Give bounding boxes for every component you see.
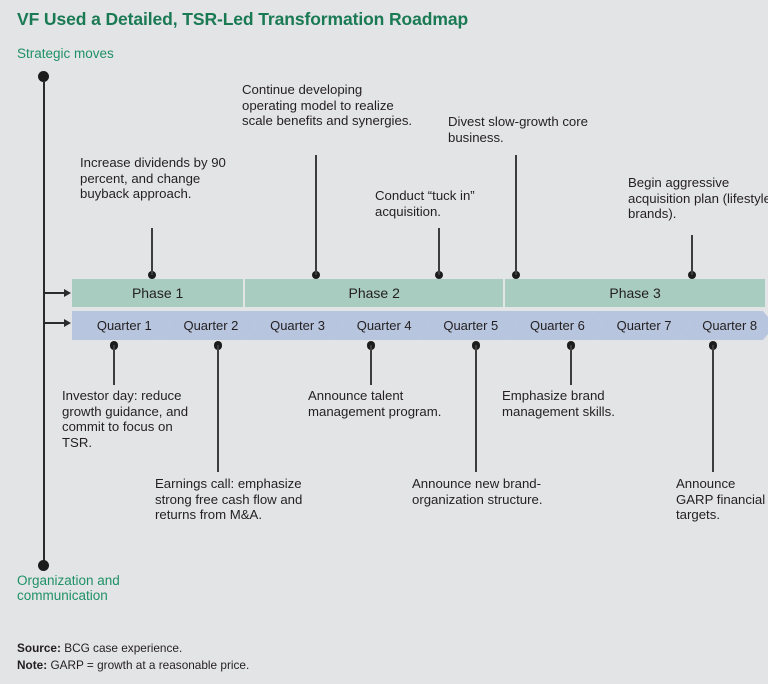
organization-callout-6: Announce GARP financial targets. (676, 476, 766, 523)
quarter-label: Quarter 1 (96, 318, 152, 333)
quarter-label: Quarter 8 (702, 318, 758, 333)
source-text: BCG case experience. (64, 641, 183, 655)
organization-callout-5: Emphasize brand management skills. (502, 388, 615, 419)
phase-segment-3[interactable]: Phase 3 (505, 279, 765, 307)
note-text: GARP = growth at a reasonable price. (50, 658, 250, 672)
phase-label: Phase 3 (609, 285, 661, 301)
organization-callout-1: Investor day: reduce growth guidance, an… (62, 388, 189, 450)
organization-callout-2: Earnings call: emphasize strong free cas… (155, 476, 303, 523)
organization-callout-leader-5 (570, 345, 572, 385)
quarter-segment-1[interactable]: Quarter 1 (72, 311, 171, 340)
quarter-segment-3[interactable]: Quarter 3 (245, 311, 344, 340)
footer-notes: Source: BCG case experience. Note: GARP … (17, 640, 249, 674)
org-comm-line1: Organization and (17, 573, 120, 588)
phase-label: Phase 2 (348, 285, 400, 301)
spine-arrowhead-phase (64, 288, 71, 297)
phase-segment-2[interactable]: Phase 2 (245, 279, 504, 307)
strategic-callout-leader-1 (151, 228, 153, 275)
phase-bar: Phase 1 Phase 2 Phase 3 (72, 279, 765, 307)
quarter-label: Quarter 4 (356, 318, 412, 333)
quarter-segment-8[interactable]: Quarter 8 (678, 311, 768, 340)
strategic-callout-5: Begin aggressive acquisition plan (lifes… (628, 175, 768, 222)
phase-segment-1[interactable]: Phase 1 (72, 279, 244, 307)
strategic-callout-leader-2 (315, 155, 317, 275)
quarter-label: Quarter 5 (443, 318, 499, 333)
strategic-moves-label: Strategic moves (17, 46, 114, 61)
spine-dot-top (38, 71, 49, 82)
strategic-callout-leader-3 (438, 228, 440, 275)
quarter-label: Quarter 2 (183, 318, 239, 333)
spine-arrow-to-quarter-bar (43, 322, 65, 324)
timeline-spine (43, 82, 45, 566)
note-label: Note: (17, 658, 48, 672)
spine-arrow-to-phase-bar (43, 292, 65, 294)
page-title: VF Used a Detailed, TSR-Led Transformati… (17, 9, 469, 29)
strategic-callout-leader-4 (515, 155, 517, 275)
organization-callout-leader-6 (712, 345, 714, 472)
org-comm-line2: communication (17, 588, 108, 603)
quarter-label: Quarter 7 (616, 318, 672, 333)
quarter-segment-5[interactable]: Quarter 5 (419, 311, 518, 340)
strategic-callout-1: Increase dividends by 90 percent, and ch… (80, 155, 226, 202)
quarter-bar: Quarter 1 Quarter 2 Quarter 3 Quarter 4 Quar… (72, 311, 766, 340)
quarter-segment-6[interactable]: Quarter 6 (505, 311, 604, 340)
strategic-callout-3: Conduct “tuck in” acquisition. (375, 188, 475, 219)
quarter-segment-7[interactable]: Quarter 7 (592, 311, 691, 340)
strategic-callout-2: Continue developing operating model to r… (242, 82, 413, 129)
strategic-callout-leader-5 (691, 235, 693, 275)
organization-callout-leader-3 (370, 345, 372, 385)
quarter-segment-2[interactable]: Quarter 2 (159, 311, 258, 340)
note-line: Note: GARP = growth at a reasonable pric… (17, 657, 249, 674)
quarter-segment-4[interactable]: Quarter 4 (332, 311, 431, 340)
spine-arrowhead-quarter (64, 318, 71, 327)
organization-communication-label: Organization and communication (17, 573, 120, 603)
quarter-label: Quarter 6 (529, 318, 585, 333)
organization-callout-3: Announce talent management program. (308, 388, 442, 419)
source-label: Source: (17, 641, 61, 655)
spine-dot-bottom (38, 560, 49, 571)
quarter-label: Quarter 3 (270, 318, 326, 333)
organization-callout-leader-1 (113, 345, 115, 385)
strategic-callout-4: Divest slow-growth core business. (448, 114, 588, 145)
phase-label: Phase 1 (131, 285, 184, 301)
organization-callout-leader-4 (475, 345, 477, 472)
organization-callout-leader-2 (217, 345, 219, 472)
organization-callout-4: Announce new brand-organization structur… (412, 476, 543, 507)
source-line: Source: BCG case experience. (17, 640, 249, 657)
